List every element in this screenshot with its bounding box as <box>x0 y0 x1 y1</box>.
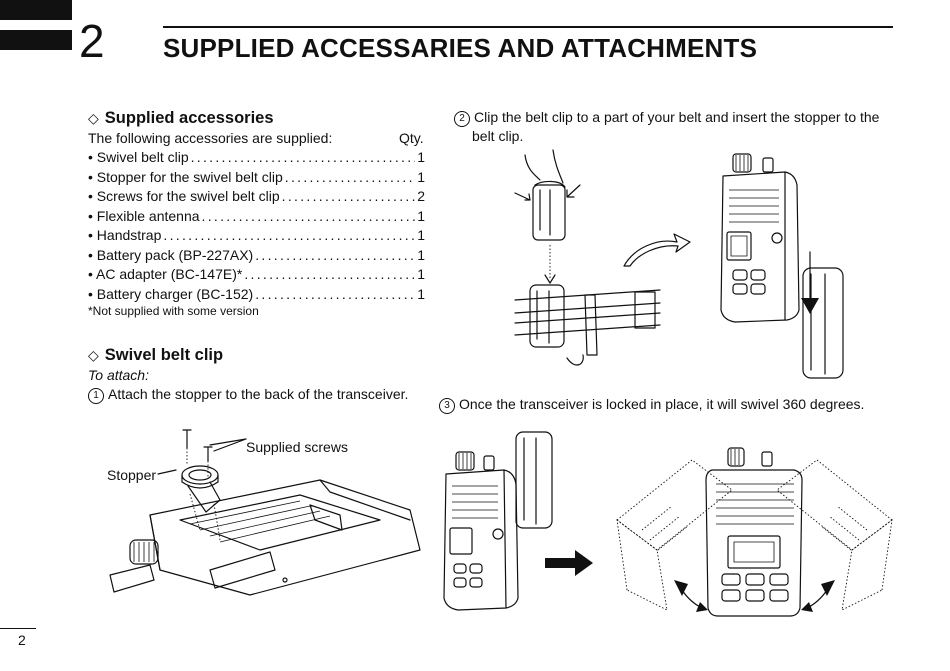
belt-clip-illustration <box>514 149 661 366</box>
accessory-qty: 1 <box>417 207 425 224</box>
radio-locked-illustration <box>443 431 553 611</box>
step-text: Attach the stopper to the back of the tr… <box>108 386 409 402</box>
accessory-qty: 1 <box>417 168 425 185</box>
accessory-qty: 1 <box>417 149 425 165</box>
accessory-qty: 1 <box>417 266 425 282</box>
stopper-attach-illustration <box>109 429 421 596</box>
accessory-list: • Swivel belt clip......................… <box>88 149 425 305</box>
title-rule <box>163 26 893 28</box>
accessory-qty: 1 <box>417 227 425 243</box>
accessory-qty: 1 <box>417 246 425 263</box>
chapter-tab <box>0 0 72 62</box>
step-text: Clip the belt clip to a part of your bel… <box>474 109 880 125</box>
accessory-row: • Screws for the swivel belt clip.......… <box>88 188 425 208</box>
stopper-label: Stopper <box>107 467 157 483</box>
step-text: Once the transceiver is locked in place,… <box>459 396 865 412</box>
chapter-tab-bar-bottom <box>0 30 72 50</box>
accessory-row: • Flexible antenna......................… <box>88 208 425 228</box>
dot-leader: ........................................… <box>190 149 416 165</box>
step-2-continued: belt clip. <box>472 128 524 144</box>
step-number: 1 <box>88 388 104 404</box>
swivel-illustration <box>616 447 893 617</box>
footer-rule <box>0 628 36 629</box>
accessory-name: • Flexible antenna <box>88 207 200 224</box>
qty-label: Qty. <box>399 130 424 146</box>
accessories-heading: ◇ Supplied accessories <box>88 109 274 128</box>
dot-leader: ........................................… <box>281 188 416 204</box>
dot-leader: ........................................… <box>255 285 415 302</box>
accessories-heading-text: Supplied accessories <box>104 109 274 127</box>
step-number: 3 <box>439 398 455 414</box>
accessory-qty: 1 <box>417 285 425 302</box>
step-number: 2 <box>454 111 470 127</box>
diamond-icon: ◇ <box>88 347 99 363</box>
belt-clip-heading: ◇ Swivel belt clip <box>88 346 223 365</box>
belt-clip-heading-text: Swivel belt clip <box>104 346 224 364</box>
accessory-name: • Swivel belt clip <box>88 149 189 165</box>
accessory-row: • Stopper for the swivel belt clip......… <box>88 169 425 189</box>
accessory-name: • Battery charger (BC-152) <box>88 285 254 302</box>
accessory-name: • AC adapter (BC-147E)* <box>88 266 243 282</box>
chapter-number: 2 <box>79 15 105 67</box>
accessory-row: • Battery charger (BC-152)..............… <box>88 286 425 306</box>
supplied-screws-label: Supplied screws <box>246 439 348 455</box>
chapter-tab-bar-top <box>0 0 72 20</box>
dot-leader: ........................................… <box>163 227 415 243</box>
accessory-name: • Stopper for the swivel belt clip <box>88 168 283 185</box>
accessory-name: • Battery pack (BP-227AX) <box>88 246 254 263</box>
accessory-row: • Swivel belt clip......................… <box>88 149 425 169</box>
to-attach-label: To attach: <box>88 367 149 383</box>
accessory-row: • AC adapter (BC-147E)*.................… <box>88 266 425 286</box>
dot-leader: ........................................… <box>284 168 415 185</box>
page-title: SUPPLIED ACCESSARIES AND ATTACHMENTS <box>163 33 758 63</box>
radio-insert-illustration <box>720 153 844 379</box>
curved-arrow-icon <box>623 233 691 267</box>
dot-leader: ........................................… <box>255 246 415 263</box>
accessory-row: • Handstrap.............................… <box>88 227 425 247</box>
dot-leader: ........................................… <box>244 266 415 282</box>
right-arrow-icon <box>545 550 593 576</box>
dot-leader: ........................................… <box>201 207 416 224</box>
footnote: *Not supplied with some version <box>88 304 259 318</box>
accessory-name: • Handstrap <box>88 227 162 243</box>
accessory-qty: 2 <box>417 188 425 204</box>
accessories-intro: The following accessories are supplied: <box>88 130 333 146</box>
accessory-name: • Screws for the swivel belt clip <box>88 188 280 204</box>
accessory-row: • Battery pack (BP-227AX)...............… <box>88 247 425 267</box>
diamond-icon: ◇ <box>88 110 99 126</box>
page-number: 2 <box>18 632 26 648</box>
